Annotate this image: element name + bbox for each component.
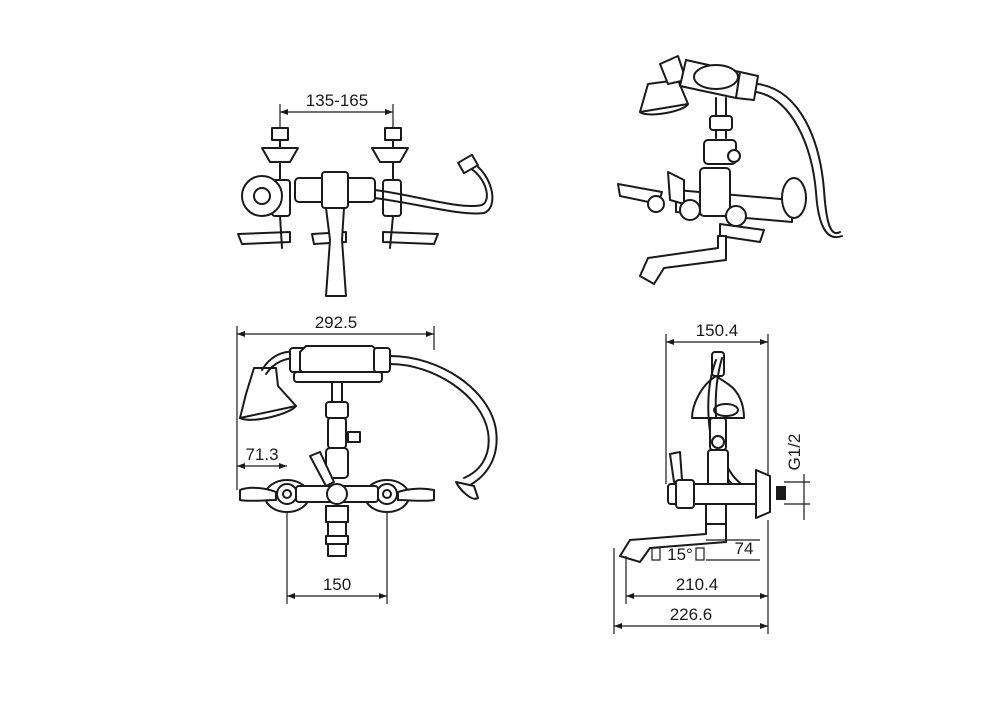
isometric-view — [617, 55, 843, 285]
side-view: 150.4 G1/2 15° 74 — [613, 321, 810, 634]
dim-overall-reach: 226.6 — [670, 605, 713, 624]
dim-side-depth: 150.4 — [696, 321, 739, 340]
dim-spout-drop: 74 — [735, 539, 754, 558]
dim-top-spacing: 135-165 — [306, 91, 368, 110]
dim-spout-angle: 15° — [667, 545, 693, 564]
dim-front-offset: 71.3 — [245, 445, 278, 464]
dim-spout-reach: 210.4 — [676, 575, 719, 594]
top-view: 135-165 — [237, 91, 494, 297]
dim-front-width: 292.5 — [315, 313, 358, 332]
dim-front-spacing: 150 — [323, 575, 351, 594]
dim-thread: G1/2 — [785, 434, 804, 471]
front-view: 292.5 71.3 150 — [236, 313, 498, 604]
